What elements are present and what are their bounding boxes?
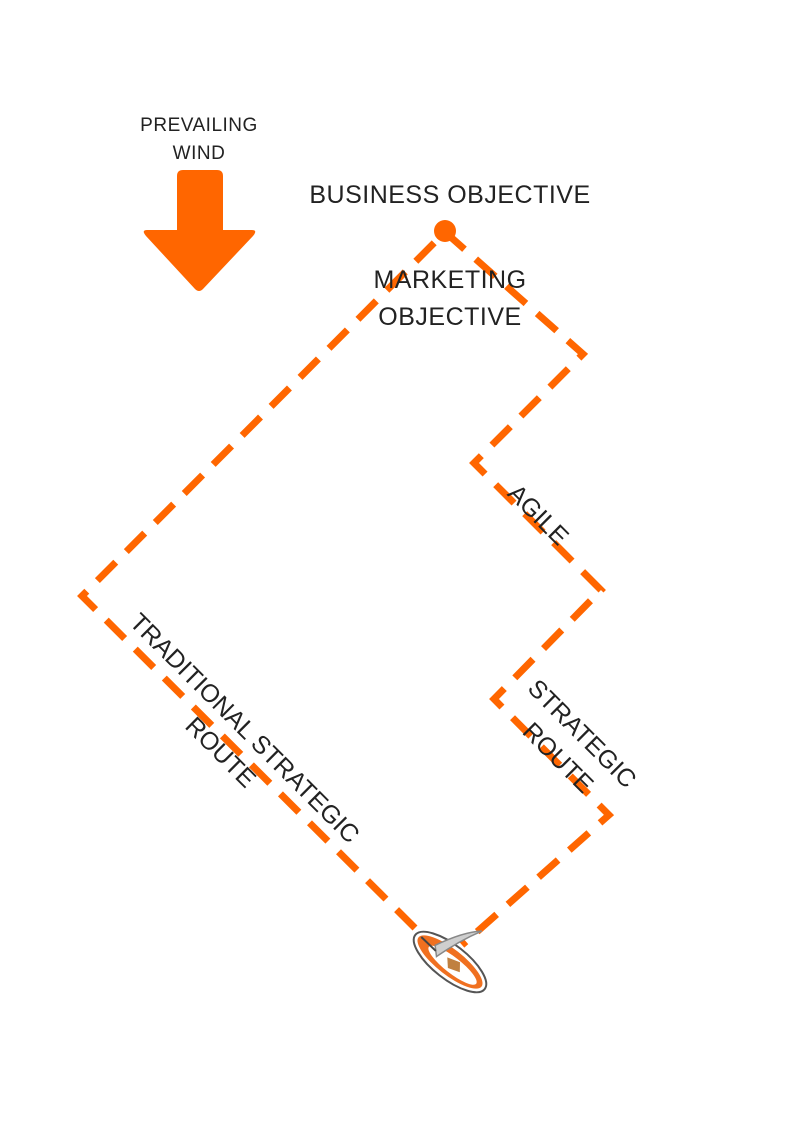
- down-arrow-icon: [143, 170, 256, 291]
- wind-label-line2: WIND: [172, 143, 226, 164]
- wind-label: PREVAILING WIND: [120, 112, 278, 168]
- wind-label-line1: PREVAILING: [140, 115, 258, 136]
- business-objective-label: BUSINESS OBJECTIVE: [309, 181, 591, 209]
- agile-route-line: [442, 229, 615, 948]
- objective-dot: [434, 220, 456, 242]
- sailboat-icon: [412, 930, 488, 994]
- marketing-objective-label: MARKETING OBJECTIVE: [340, 262, 560, 336]
- marketing-objective-line2: OBJECTIVE: [378, 303, 522, 331]
- traditional-route-line: [77, 229, 448, 931]
- marketing-objective-line1: MARKETING: [373, 266, 527, 294]
